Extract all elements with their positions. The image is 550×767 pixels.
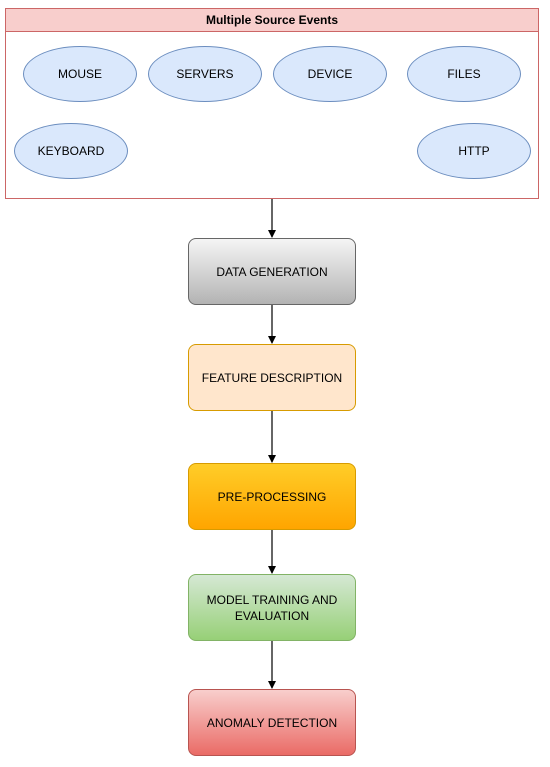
event-device: DEVICE [273,46,387,102]
event-http: HTTP [417,123,531,179]
step-model-training-evaluation: MODEL TRAINING AND EVALUATION [188,574,356,641]
event-mouse: MOUSE [23,46,137,102]
event-keyboard: KEYBOARD [14,123,128,179]
step-anomaly-detection: ANOMALY DETECTION [188,689,356,756]
step-pre-processing: PRE-PROCESSING [188,463,356,530]
event-files: FILES [407,46,521,102]
step-feature-description: FEATURE DESCRIPTION [188,344,356,411]
event-servers: SERVERS [148,46,262,102]
source-group-title: Multiple Source Events [6,9,538,32]
step-data-generation: DATA GENERATION [188,238,356,305]
